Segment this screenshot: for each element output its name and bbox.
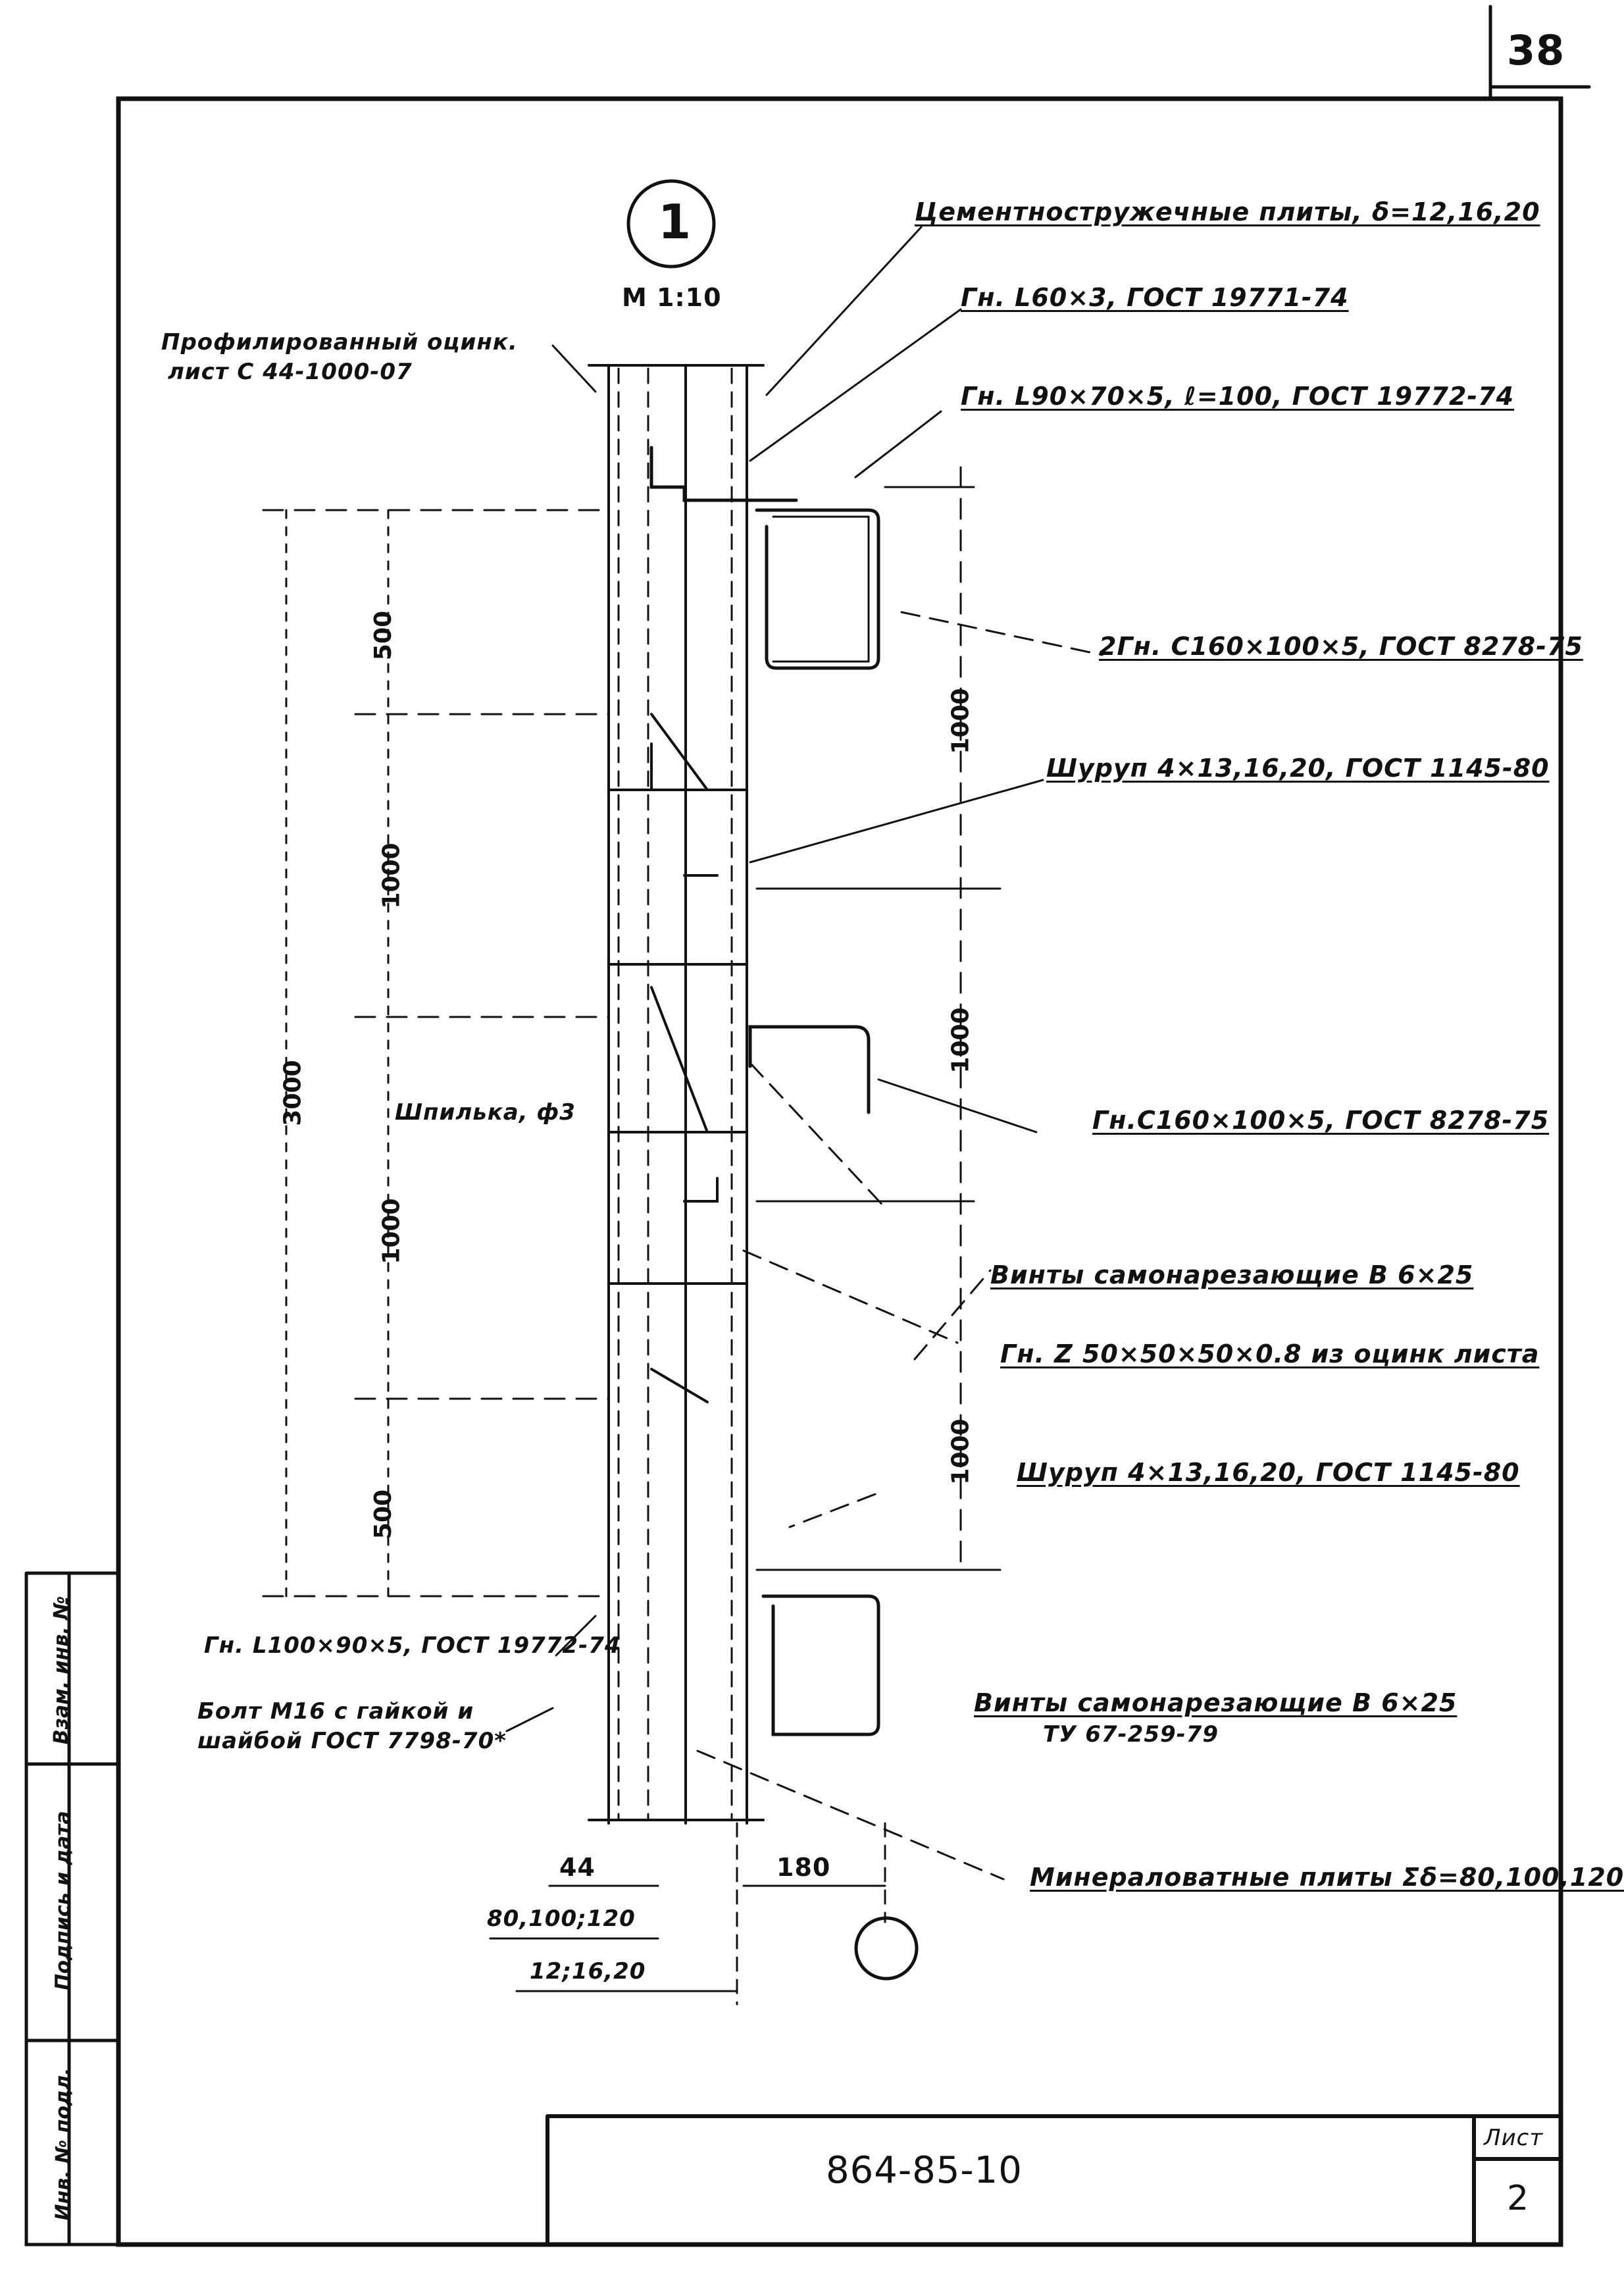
double-channel-top [755,508,880,670]
label-z-profile: Гн. Z 50×50×50×0.8 из оцинк листа [1000,1339,1540,1368]
label-mineral-wool: Минераловатные плиты Σδ=80,100,120 [1030,1863,1624,1892]
label-stud: Шпилька, ф3 [395,1099,576,1126]
leader-lines [505,226,1104,1881]
dim-right-1000-b: 1000 [947,1007,975,1074]
dim-total-height: 3000 [279,1060,307,1126]
dimension-lines-left [285,509,390,1598]
page-number-tab [1488,5,1591,101]
dim-width-180: 180 [776,1853,831,1882]
sheet-number: 2 [1507,2179,1530,2218]
label-angle-60: Гн. L60×3, ГОСТ 19771-74 [961,283,1349,312]
label-profiled-sheet: Профилированный оцинк. [161,329,518,355]
label-self-tapping-2: Винты самонарезающие В 6×25 [974,1688,1458,1717]
dim-left-1000-b: 1000 [378,1198,405,1264]
dim-right-1000-c: 1000 [947,1418,975,1485]
sheet-frame [116,96,1563,2247]
page-number: 38 [1507,26,1565,74]
callout-circle-bottom [854,1916,919,1981]
double-channel-bottom [761,1594,880,1736]
dim-board: 12;16,20 [530,1958,646,1985]
wall-lines [607,364,748,1825]
dim-left-500-top: 500 [370,610,397,661]
label-bolt-spec: шайбой ГОСТ 7798-70* [197,1728,507,1754]
dim-insulation: 80,100;120 [487,1906,636,1932]
label-bolt: Болт М16 с гайкой и [197,1698,474,1725]
label-angle-100: Гн. L100×90×5, ГОСТ 19772-74 [204,1632,621,1659]
dim-left-500-bottom: 500 [370,1489,397,1540]
title-block [546,2114,1563,2247]
drawing-code: 864-85-10 [826,2149,1023,2192]
dimension-lines-bottom [489,1822,886,2006]
label-cement-boards: Цементностружечные плиты, δ=12,16,20 [915,197,1540,226]
sheet-label: Лист [1484,2125,1544,2151]
top-angle-profile [649,446,798,502]
label-self-tapping-2-tu: ТУ 67-259-79 [1043,1721,1219,1748]
label-screw-bottom: Шуруп 4×13,16,20, ГОСТ 1145-80 [1017,1458,1520,1487]
callout-scale: М 1:10 [622,283,722,312]
stamp-inventory-number: Инв. № подл. [51,2067,75,2221]
label-channel-single: Гн.C160×100×5, ГОСТ 8278-75 [1092,1106,1550,1135]
dim-right-1000-a: 1000 [947,688,975,754]
label-channel-double: 2Гн. C160×100×5, ГОСТ 8278-75 [1099,632,1583,661]
dim-width-44: 44 [559,1853,596,1882]
label-screw-top: Шуруп 4×13,16,20, ГОСТ 1145-80 [1046,754,1550,783]
panel-divisions [607,713,748,1403]
stamp-signature-date: Подпись и дата [51,1811,75,1990]
stamp-strip [24,1571,120,2247]
wall-extent-lines [588,364,765,1821]
dim-left-1000-a: 1000 [378,843,405,909]
callout-number: 1 [658,194,692,249]
dimension-lines-right [755,466,1002,1574]
label-profiled-sheet-spec: лист С 44-1000-07 [168,359,413,385]
single-channel-middle [748,1025,871,1114]
wall-dashed-lines [617,367,733,1821]
label-angle-90: Гн. L90×70×5, ℓ=100, ГОСТ 19772-74 [961,382,1515,411]
callout-circle-top [626,179,716,269]
stamp-replacement-number: Взам. инв. № [49,1596,73,1745]
label-self-tapping-1: Винты самонарезающие В 6×25 [990,1260,1474,1289]
